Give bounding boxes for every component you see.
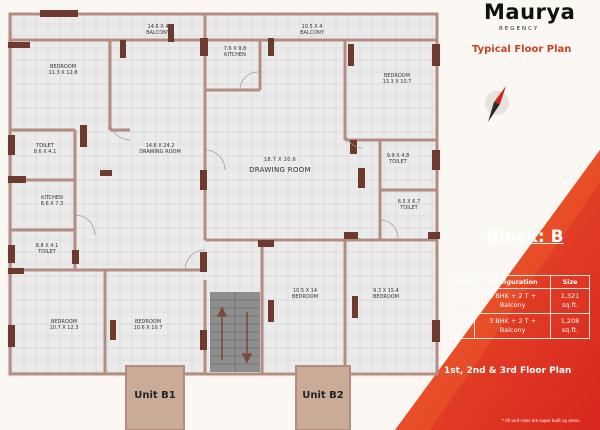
walls [8, 12, 439, 376]
left-unit-floor [10, 14, 205, 374]
table-header-size: Size [550, 275, 590, 289]
staircase [210, 292, 260, 372]
unit-b1-label: Unit B1 [134, 390, 176, 401]
unit-b2-label: Unit B2 [302, 390, 344, 401]
brand-logo: Maurya [484, 0, 576, 24]
table-cell-config: 3 BHK + 2 T + Balcony [474, 313, 552, 339]
plan-title: Typical Floor Plan [472, 44, 572, 55]
table-row: B 1 3 BHK + 2 T + Balcony 1,321 sq.ft. [453, 288, 590, 314]
block-title: Block: B [486, 227, 564, 247]
table-cell-size: 1,208 sq.ft. [550, 313, 590, 339]
floor-plan-caption: 1st, 2nd & 3rd Floor Plan [444, 366, 572, 376]
table-cell-unit: B 1 [453, 288, 476, 314]
unit-config-table: Unit Configuration Size B 1 3 BHK + 2 T … [453, 275, 590, 339]
table-row: B 2 3 BHK + 2 T + Balcony 1,208 sq.ft. [453, 313, 590, 339]
doors-windows [8, 10, 440, 350]
compass-icon [485, 86, 509, 122]
table-header-config: Configuration [474, 275, 552, 289]
unit-b2-entrance [295, 365, 351, 430]
footnote: * All unit sizes are super built up area… [502, 418, 581, 423]
table-header-row: Unit Configuration Size [453, 275, 590, 289]
table-cell-unit: B 2 [453, 313, 476, 339]
table-header-unit: Unit [453, 275, 476, 289]
unit-b1-entrance [125, 365, 185, 430]
brand-subtitle: REGENCY [499, 26, 540, 32]
table-cell-size: 1,321 sq.ft. [550, 288, 590, 314]
door-swings [74, 71, 399, 271]
table-cell-config: 3 BHK + 2 T + Balcony [474, 288, 552, 314]
